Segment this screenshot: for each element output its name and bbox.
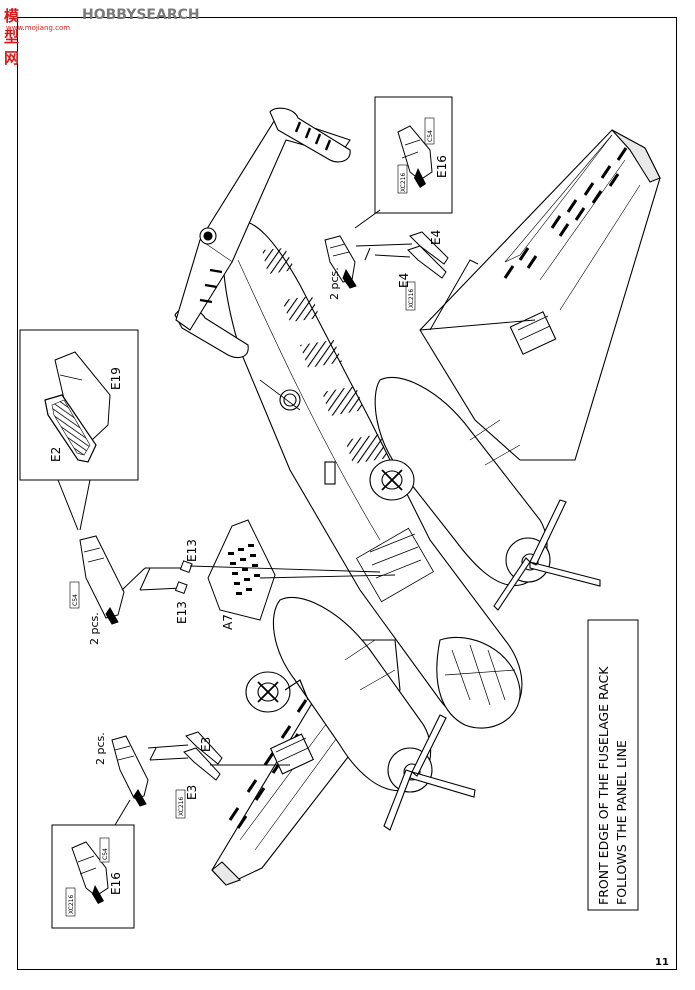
tag-xc216-c: XC216 bbox=[178, 797, 185, 816]
upper-engine-nacelle bbox=[374, 376, 548, 587]
tag-xc216-a: XC216 bbox=[400, 173, 407, 192]
watermark-brand: 模型网 bbox=[4, 7, 19, 67]
callout-e16-bottom: E16 bbox=[109, 872, 123, 895]
callout-e2: E2 bbox=[49, 447, 63, 462]
note-line-1: FRONT EDGE OF THE FUSELAGE RACK bbox=[596, 666, 611, 905]
tag-c54-c: C54 bbox=[102, 848, 109, 860]
tag-c54-b: C54 bbox=[72, 594, 79, 606]
callout-e3-b: E3 bbox=[185, 785, 199, 800]
bomb-group-left bbox=[69, 519, 396, 625]
left-fin bbox=[269, 107, 351, 163]
tag-xc216-d: XC216 bbox=[68, 895, 75, 914]
part-tags: C54 XC216 XC216 C54 XC216 C54 XC216 bbox=[68, 130, 434, 914]
detail-box-left bbox=[19, 329, 139, 531]
callout-a7: A7 bbox=[221, 614, 235, 630]
page-border bbox=[17, 17, 677, 970]
callout-e3-a: E3 bbox=[199, 737, 213, 752]
callout-labels: E16 E4 E4 E19 E2 E13 E13 A7 E3 E3 E16 bbox=[49, 155, 449, 895]
tag-c54-a: C54 bbox=[427, 130, 434, 142]
quantity-labels: 2 pcs. 2 pcs. 2 pcs. bbox=[88, 267, 341, 765]
qty-bottom: 2 pcs. bbox=[94, 732, 107, 765]
note-box bbox=[587, 619, 639, 911]
callout-e13-b: E13 bbox=[175, 601, 189, 624]
callout-e19: E19 bbox=[109, 367, 123, 390]
page-number: 11 bbox=[655, 957, 669, 968]
nose-glazing bbox=[436, 636, 521, 729]
callout-e4-b: E4 bbox=[397, 273, 411, 288]
upper-propeller bbox=[493, 499, 601, 611]
callout-e13-a: E13 bbox=[185, 539, 199, 562]
detail-box-bottom bbox=[51, 824, 135, 929]
aircraft-drawing bbox=[174, 107, 661, 886]
watermark-url: www.mojiang.com bbox=[6, 24, 71, 32]
qty-top: 2 pcs. bbox=[328, 267, 341, 300]
callout-e16-top: E16 bbox=[435, 155, 449, 178]
watermark-brand-en: HOBBYSEARCH bbox=[82, 7, 200, 23]
lower-propeller bbox=[383, 714, 476, 831]
bomb-group-bottom bbox=[111, 731, 290, 826]
note-line-2: FOLLOWS THE PANEL LINE bbox=[614, 740, 629, 905]
callout-e4-a: E4 bbox=[429, 230, 443, 245]
assembly-note: FRONT EDGE OF THE FUSELAGE RACK FOLLOWS … bbox=[596, 666, 629, 905]
detail-box-top bbox=[354, 96, 453, 229]
tag-xc216-b: XC216 bbox=[408, 289, 415, 308]
qty-left: 2 pcs. bbox=[88, 612, 101, 645]
bomb-group-top bbox=[324, 231, 536, 331]
upper-wing bbox=[419, 129, 661, 461]
